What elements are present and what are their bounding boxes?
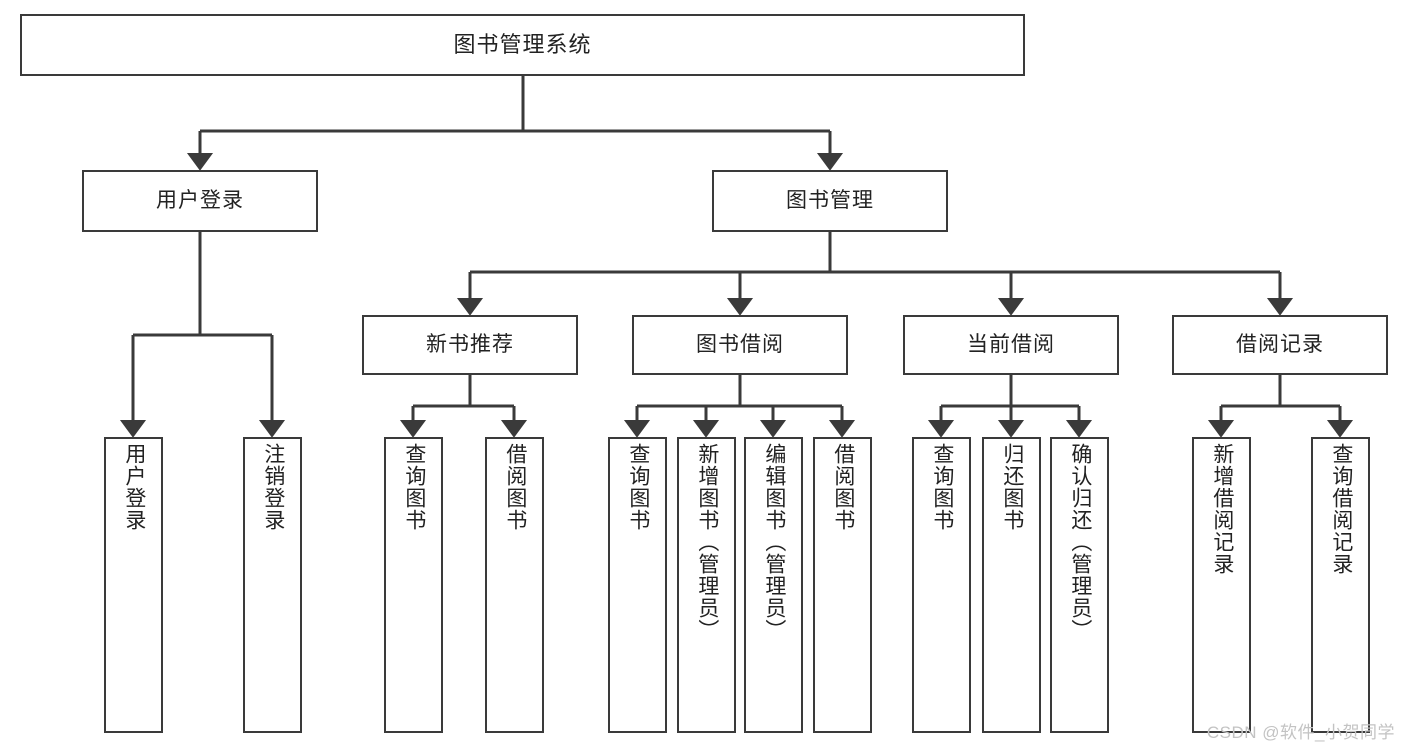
node-user-login[interactable]: 用户登录 [82, 170, 318, 232]
node-label: 用户登录 [122, 443, 146, 531]
node-label: 查询图书 [930, 443, 954, 531]
watermark: CSDN @软件_小贺同学 [1206, 723, 1395, 742]
node-label: 借阅图书 [831, 443, 855, 531]
leaf-add-record[interactable]: 新增借阅记录 [1192, 437, 1251, 733]
node-label: 新增图书（管理员） [695, 443, 719, 641]
leaf-add-book[interactable]: 新增图书（管理员） [677, 437, 736, 733]
node-label: 图书管理系统 [453, 31, 592, 57]
node-label: 查询图书 [626, 443, 650, 531]
node-root-system[interactable]: 图书管理系统 [20, 14, 1025, 76]
node-current-borrow[interactable]: 当前借阅 [903, 315, 1119, 375]
node-new-book-recommend[interactable]: 新书推荐 [362, 315, 578, 375]
node-label: 图书借阅 [696, 333, 784, 357]
node-label: 归还图书 [1000, 443, 1024, 531]
node-label: 借阅记录 [1236, 333, 1324, 357]
leaf-edit-book[interactable]: 编辑图书（管理员） [744, 437, 803, 733]
leaf-query-book-1[interactable]: 查询图书 [384, 437, 443, 733]
leaf-user-login[interactable]: 用户登录 [104, 437, 163, 733]
leaf-logout-login[interactable]: 注销登录 [243, 437, 302, 733]
leaf-borrow-book-2[interactable]: 借阅图书 [813, 437, 872, 733]
node-label: 当前借阅 [967, 333, 1055, 357]
leaf-query-record[interactable]: 查询借阅记录 [1311, 437, 1370, 733]
node-borrow-record[interactable]: 借阅记录 [1172, 315, 1388, 375]
leaf-query-book-2[interactable]: 查询图书 [608, 437, 667, 733]
node-label: 图书管理 [786, 189, 874, 213]
node-label: 用户登录 [156, 189, 244, 213]
node-label: 注销登录 [261, 443, 285, 531]
node-label: 确认归还（管理员） [1068, 443, 1092, 641]
node-label: 查询借阅记录 [1329, 443, 1353, 575]
node-label: 新增借阅记录 [1210, 443, 1234, 575]
leaf-confirm-return[interactable]: 确认归还（管理员） [1050, 437, 1109, 733]
node-book-manage[interactable]: 图书管理 [712, 170, 948, 232]
node-label: 新书推荐 [426, 333, 514, 357]
node-label: 查询图书 [402, 443, 426, 531]
leaf-query-book-3[interactable]: 查询图书 [912, 437, 971, 733]
leaf-return-book[interactable]: 归还图书 [982, 437, 1041, 733]
node-label: 借阅图书 [503, 443, 527, 531]
node-label: 编辑图书（管理员） [762, 443, 786, 641]
node-book-borrow[interactable]: 图书借阅 [632, 315, 848, 375]
leaf-borrow-book-1[interactable]: 借阅图书 [485, 437, 544, 733]
